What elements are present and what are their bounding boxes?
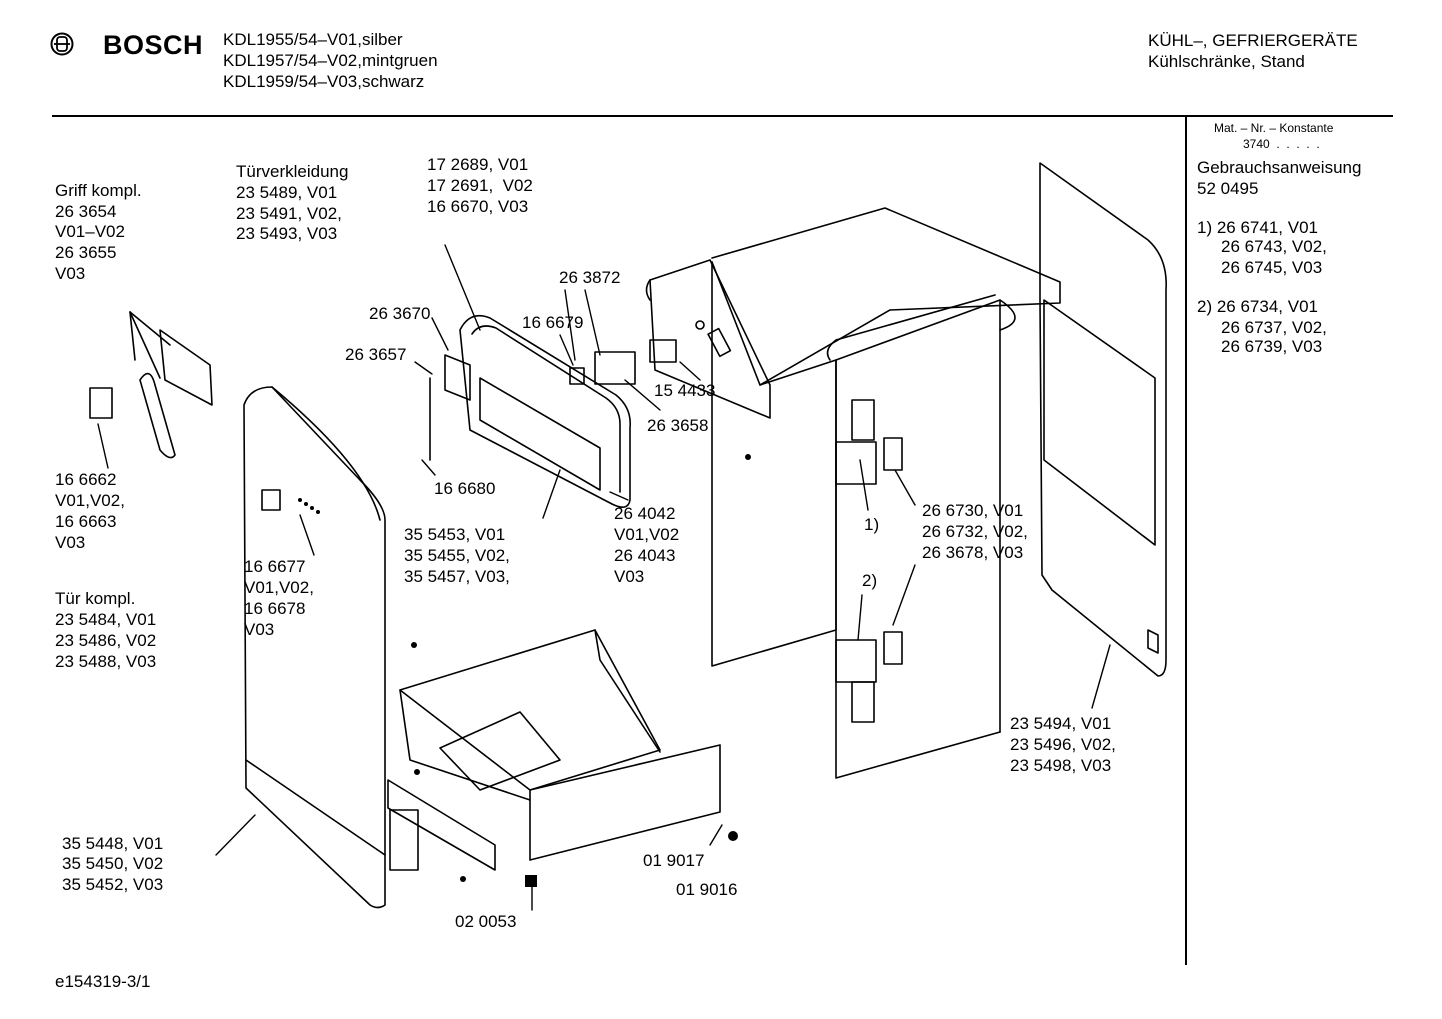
- label-166677-1: 16 6677: [244, 557, 306, 576]
- subcategory-title: Kühlschränke, Stand: [1148, 52, 1305, 71]
- label-166662-3: 16 6663: [55, 512, 117, 531]
- label-235494-2: 23 5496, V02,: [1010, 735, 1116, 754]
- label-tuer-1: Tür kompl.: [55, 589, 136, 608]
- label-266730-2: 26 6732, V02,: [922, 522, 1028, 541]
- mat-nr-label: Mat. – Nr. – Konstante: [1214, 121, 1334, 135]
- label-tuerverkleidung-1: Türverkleidung: [236, 162, 349, 181]
- label-166680: 16 6680: [434, 479, 496, 498]
- side-panel-right: [1039, 162, 1167, 677]
- label-266730-1: 26 6730, V01: [922, 501, 1024, 520]
- note2-line1: 2) 26 6734, V01: [1197, 297, 1318, 316]
- manual-number: 52 0495: [1197, 179, 1259, 198]
- label-166662-2: V01,V02,: [55, 491, 125, 510]
- label-griff-3: V01–V02: [55, 222, 125, 241]
- hinge-marker-1: 1): [864, 515, 880, 534]
- note1-line1: 1) 26 6741, V01: [1197, 218, 1318, 237]
- label-166662-1: 16 6662: [55, 470, 117, 489]
- label-355453-1: 35 5453, V01: [404, 525, 506, 544]
- mat-nr-value: 3740 . . . . .: [1243, 137, 1320, 151]
- label-griff-1: Griff kompl.: [55, 181, 142, 200]
- drawing-id: e154319-3/1: [55, 972, 151, 991]
- label-264042-1: 26 4042: [614, 504, 676, 523]
- model-line-3: KDL1959/54–V03,schwarz: [223, 72, 425, 91]
- label-355453-2: 35 5455, V02,: [404, 546, 510, 565]
- label-tuer-2: 23 5484, V01: [55, 610, 157, 629]
- model-line-1: KDL1955/54–V01,silber: [223, 30, 403, 49]
- note2-line3: 26 6739, V03: [1221, 337, 1323, 356]
- header-divider: [52, 115, 1393, 117]
- label-019017: 01 9017: [643, 851, 705, 870]
- model-line-2: KDL1957/54–V02,mintgruen: [223, 51, 438, 70]
- cabinet-body: [711, 261, 1016, 779]
- label-355448-1: 35 5448, V01: [62, 834, 164, 853]
- label-154433: 15 4433: [654, 381, 716, 400]
- label-355448-3: 35 5452, V03: [62, 875, 164, 894]
- label-235494-1: 23 5494, V01: [1010, 714, 1112, 733]
- label-tuer-3: 23 5486, V02: [55, 631, 157, 650]
- sidebar-divider: [1185, 115, 1187, 965]
- bosch-logo-icon: [50, 32, 74, 56]
- label-355448-2: 35 5450, V02: [62, 854, 164, 873]
- category-title: KÜHL–, GEFRIERGERÄTE: [1148, 31, 1358, 50]
- label-griff-4: 26 3655: [55, 243, 117, 262]
- note2-line2: 26 6737, V02,: [1221, 318, 1327, 337]
- label-264042-4: V03: [614, 567, 645, 586]
- label-166677-4: V03: [244, 620, 275, 639]
- label-166679: 16 6679: [522, 313, 584, 332]
- leader-lines: [97, 244, 1111, 911]
- label-355453-3: 35 5457, V03,: [404, 567, 510, 586]
- small-parts: [429, 339, 677, 461]
- hardware-dots: [298, 454, 751, 887]
- label-tuerverkleidung-3: 23 5491, V02,: [236, 204, 342, 223]
- label-172689-3: 16 6670, V03: [427, 197, 529, 216]
- label-tuerverkleidung-4: 23 5493, V03: [236, 224, 338, 243]
- label-166677-2: V01,V02,: [244, 578, 314, 597]
- label-235494-3: 23 5498, V03: [1010, 756, 1112, 775]
- label-172689-2: 17 2691, V02: [427, 176, 533, 195]
- label-020053: 02 0053: [455, 912, 517, 931]
- manual-label: Gebrauchsanweisung: [1197, 158, 1362, 177]
- label-263670: 26 3670: [369, 304, 431, 323]
- label-tuerverkleidung-2: 23 5489, V01: [236, 183, 338, 202]
- label-172689-1: 17 2689, V01: [427, 155, 529, 174]
- label-griff-2: 26 3654: [55, 202, 117, 221]
- label-263658: 26 3658: [647, 416, 709, 435]
- label-264042-2: V01,V02: [614, 525, 680, 544]
- door-assembly: [243, 386, 386, 909]
- label-tuer-4: 23 5488, V03: [55, 652, 157, 671]
- label-griff-5: V03: [55, 264, 86, 283]
- drawer-assembly: [387, 629, 721, 871]
- handle-assembly: [89, 311, 213, 459]
- label-019016: 01 9016: [676, 880, 738, 899]
- label-263657: 26 3657: [345, 345, 407, 364]
- brand-name: BOSCH: [103, 30, 204, 60]
- label-166677-3: 16 6678: [244, 599, 306, 618]
- note1-line3: 26 6745, V03: [1221, 258, 1323, 277]
- label-264042-3: 26 4043: [614, 546, 676, 565]
- hinges: [835, 399, 903, 723]
- note1-line2: 26 6743, V02,: [1221, 237, 1327, 256]
- label-266730-3: 26 3678, V03: [922, 543, 1024, 562]
- label-166662-4: V03: [55, 533, 86, 552]
- label-263872: 26 3872: [559, 268, 621, 287]
- hinge-marker-2: 2): [862, 571, 878, 590]
